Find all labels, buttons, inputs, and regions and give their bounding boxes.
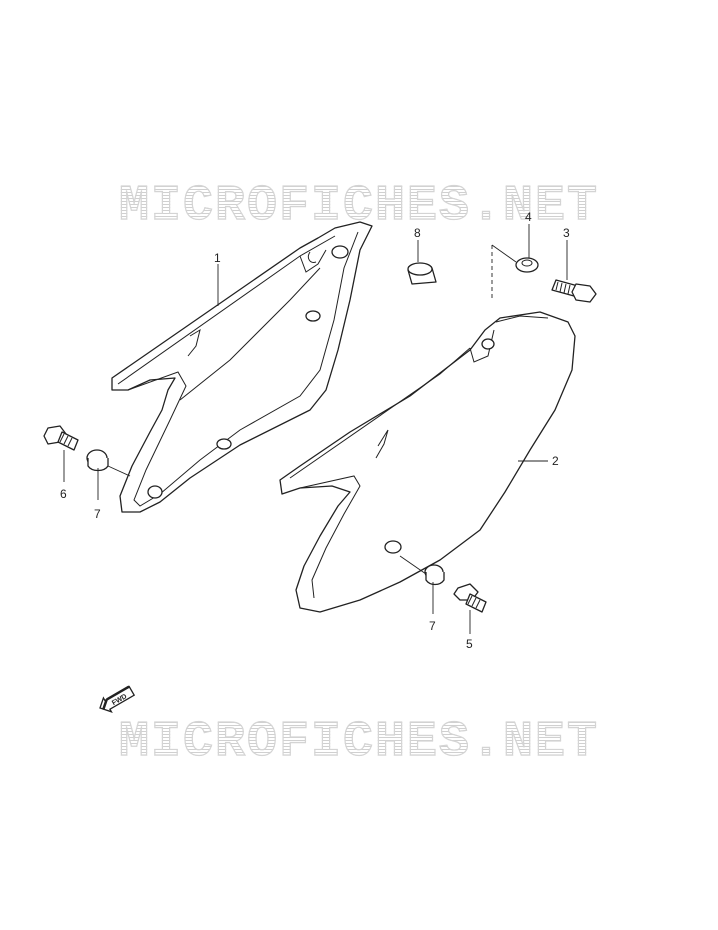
part-1-inner-cover[interactable]: [111, 221, 373, 513]
part-7-collar-right[interactable]: [424, 564, 445, 586]
part-4-grommet[interactable]: [515, 257, 539, 273]
part-7-collar-left[interactable]: [86, 449, 109, 472]
part-8-cushion[interactable]: [407, 262, 437, 285]
part-3-bolt[interactable]: [551, 279, 597, 303]
part-5-bolt[interactable]: [453, 583, 487, 613]
watermark-bottom: MICROFICHES.NET: [0, 713, 718, 771]
callout-6: 6: [60, 487, 67, 501]
callout-7-left: 7: [94, 507, 101, 521]
callout-4: 4: [525, 210, 532, 224]
callout-5: 5: [466, 637, 473, 651]
callout-7-right: 7: [429, 619, 436, 633]
part-6-bolt[interactable]: [43, 425, 79, 451]
callout-3: 3: [563, 226, 570, 240]
part-2-side-cover[interactable]: [279, 311, 576, 613]
callout-8: 8: [414, 226, 421, 240]
callout-1: 1: [214, 251, 221, 265]
leader-lines: [63, 224, 568, 634]
fwd-arrow-badge: FWD: [99, 685, 136, 713]
callout-2: 2: [552, 454, 559, 468]
